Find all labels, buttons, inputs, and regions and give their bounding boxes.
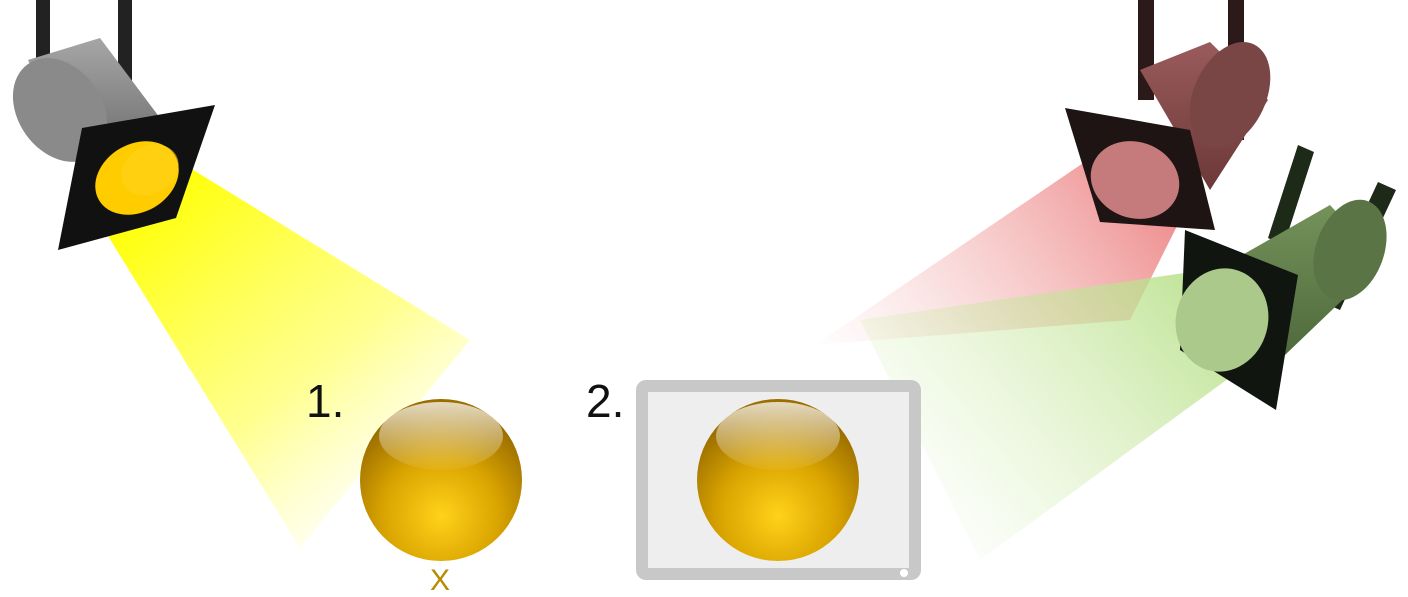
spotlight-yellow-icon — [12, 0, 215, 250]
gold-sphere-icon — [697, 399, 859, 561]
gold-sphere-icon — [360, 399, 522, 561]
item-label-one: 1. — [306, 375, 345, 427]
spotlight-green-icon — [1175, 145, 1396, 410]
green-light-beam — [860, 270, 1240, 560]
bottom-partial-label: X — [430, 564, 451, 597]
spotlight-red-icon — [1065, 0, 1271, 230]
lighting-scene — [12, 0, 1396, 580]
item-label-two: 2. — [586, 375, 625, 427]
